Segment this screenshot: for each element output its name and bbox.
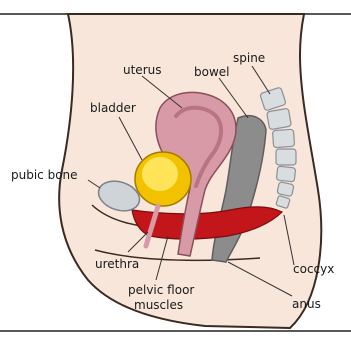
label-bladder: bladder [90, 101, 136, 115]
bladder-highlight [142, 157, 178, 191]
label-pelvic-floor-line1: pelvic floor [128, 283, 194, 297]
label-pelvic-floor-line2: muscles [134, 298, 183, 312]
label-spine: spine [233, 51, 265, 65]
label-uterus: uterus [123, 63, 161, 77]
label-pubic-bone: pubic bone [11, 168, 78, 182]
label-urethra: urethra [95, 257, 139, 271]
label-anus: anus [292, 297, 321, 311]
label-coccyx: coccyx [293, 262, 334, 276]
label-bowel: bowel [194, 65, 230, 79]
